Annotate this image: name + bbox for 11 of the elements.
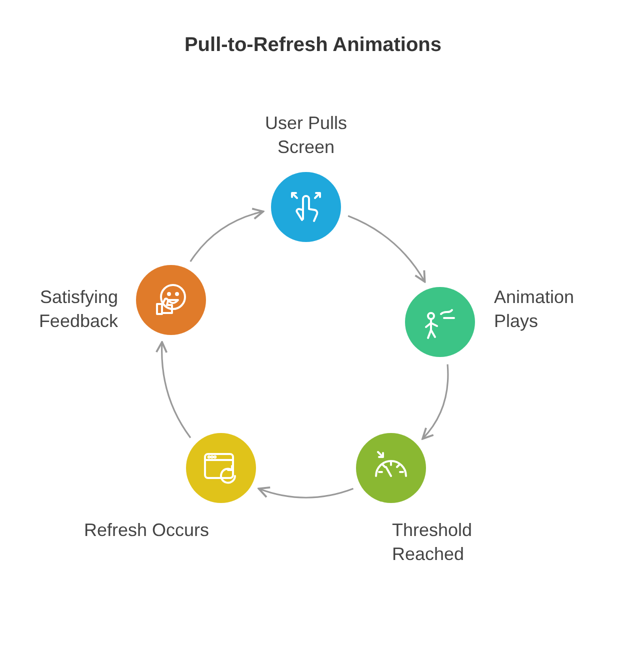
step-label: Refresh Occurs bbox=[84, 519, 210, 542]
arrow bbox=[348, 215, 426, 283]
arrow bbox=[190, 208, 264, 262]
arrow bbox=[156, 341, 192, 438]
arrow bbox=[422, 364, 449, 440]
step-label: Threshold Reached bbox=[392, 519, 474, 566]
title: Pull-to-Refresh Animations bbox=[183, 34, 443, 57]
step-label: User Pulls Screen bbox=[264, 112, 348, 159]
arrow bbox=[258, 486, 354, 498]
step-label: Animation Plays bbox=[494, 286, 576, 333]
step-label: Satisfying Feedback bbox=[38, 286, 118, 333]
